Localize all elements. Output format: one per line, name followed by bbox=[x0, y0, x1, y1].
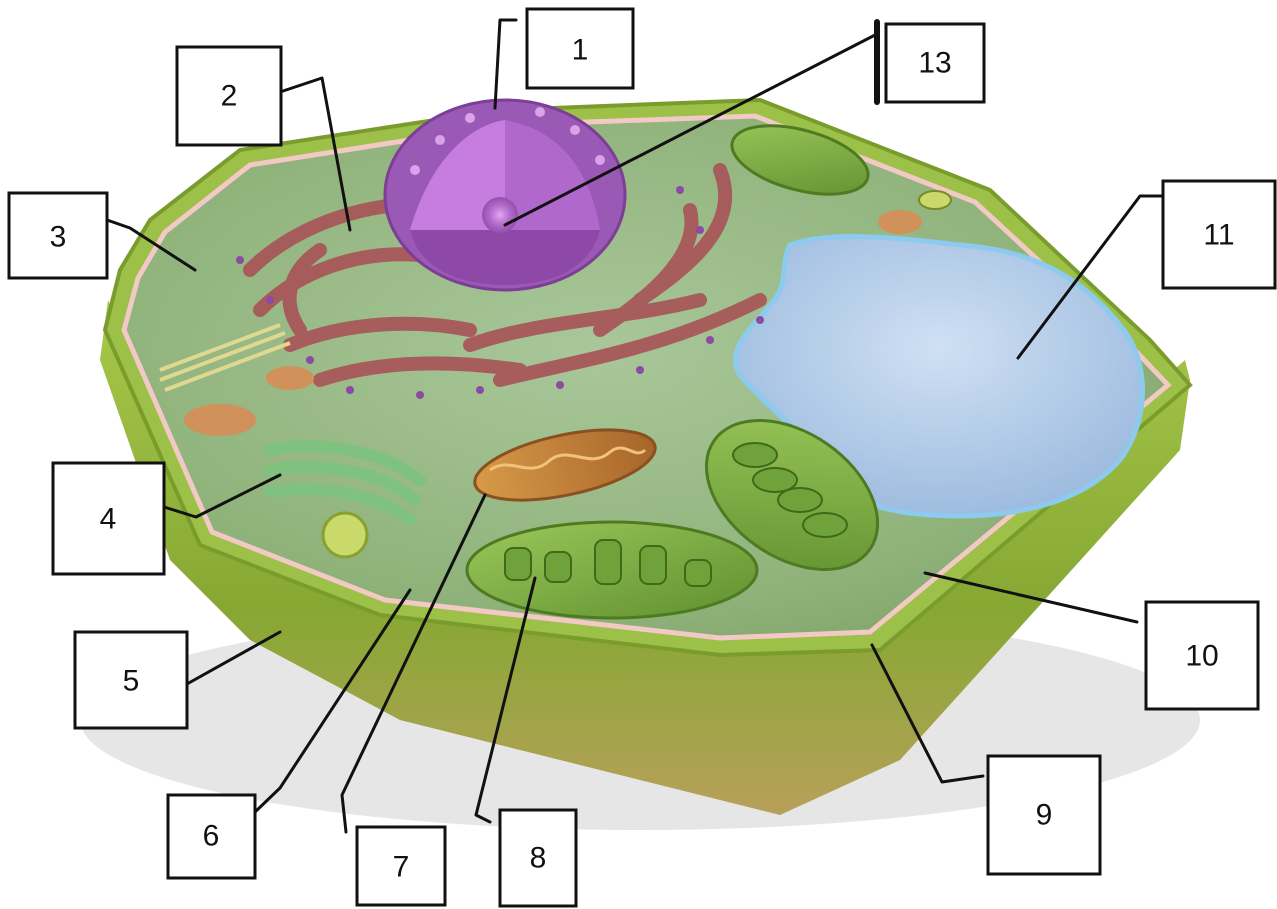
label-2: 2 bbox=[221, 80, 238, 113]
label-13: 13 bbox=[918, 47, 951, 80]
label-box-10: 10 bbox=[1146, 602, 1258, 709]
label-box-7: 7 bbox=[357, 827, 445, 905]
label-box-4: 4 bbox=[53, 463, 164, 574]
nucleolus bbox=[482, 197, 518, 233]
chloroplast-bottom bbox=[467, 522, 757, 618]
label-box-1: 1 bbox=[527, 9, 633, 88]
label-1: 1 bbox=[572, 34, 589, 67]
label-7: 7 bbox=[393, 851, 410, 884]
label-box-2: 2 bbox=[177, 47, 281, 145]
label-6: 6 bbox=[203, 820, 220, 853]
label-8: 8 bbox=[530, 842, 547, 875]
vesicle bbox=[919, 191, 951, 209]
nucleus bbox=[385, 100, 625, 290]
leader-1 bbox=[495, 20, 516, 108]
label-box-3: 3 bbox=[9, 193, 107, 278]
label-3: 3 bbox=[50, 221, 67, 254]
label-9: 9 bbox=[1036, 799, 1053, 832]
label-box-13: 13 bbox=[886, 24, 984, 102]
label-box-8: 8 bbox=[500, 810, 576, 906]
label-box-11: 11 bbox=[1163, 181, 1275, 288]
label-11: 11 bbox=[1203, 219, 1234, 252]
label-box-6: 6 bbox=[168, 795, 255, 878]
label-10: 10 bbox=[1185, 640, 1218, 673]
golgi-vesicle bbox=[323, 513, 367, 557]
label-box-5: 5 bbox=[75, 632, 187, 728]
label-5: 5 bbox=[123, 665, 140, 698]
label-4: 4 bbox=[100, 503, 117, 536]
label-box-9: 9 bbox=[988, 756, 1100, 874]
